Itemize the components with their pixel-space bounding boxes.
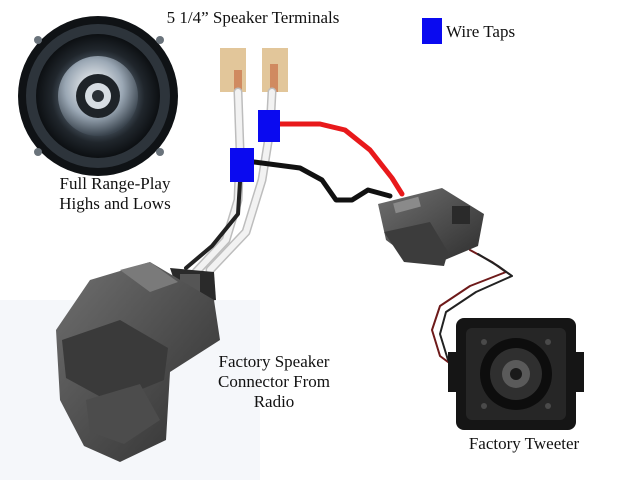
positive-wire-red: [277, 121, 405, 197]
speaker-5-25-image: [18, 16, 178, 176]
tweeter-connector: [378, 188, 484, 266]
label-factory-connector: Factory Speaker Connector From Radio: [196, 352, 352, 412]
wire-tap-positive: [258, 110, 280, 142]
label-wire-taps: Wire Taps: [446, 22, 516, 41]
wire-tap-negative: [230, 148, 254, 182]
label-full-range: Full Range-Play Highs and Lows: [30, 174, 200, 214]
factory-speaker-connector: [56, 262, 220, 462]
label-factory-connector-line1: Factory Speaker: [218, 352, 330, 371]
label-full-range-line2: Highs and Lows: [59, 194, 171, 213]
terminal-tab-left: [220, 48, 246, 92]
label-full-range-line1: Full Range-Play: [59, 174, 171, 193]
label-speaker-terminals: 5 1/4” Speaker Terminals: [166, 8, 340, 27]
label-factory-tweeter: Factory Tweeter: [468, 434, 580, 453]
label-factory-connector-line3: Radio: [253, 392, 295, 411]
label-factory-connector-line2: Connector From: [218, 372, 330, 391]
factory-tweeter-image: [448, 318, 584, 430]
speaker-terminals: [220, 48, 288, 92]
wire-taps: [230, 110, 280, 182]
negative-wire-black: [251, 159, 393, 203]
wire-tap-legend-swatch: [422, 18, 442, 44]
